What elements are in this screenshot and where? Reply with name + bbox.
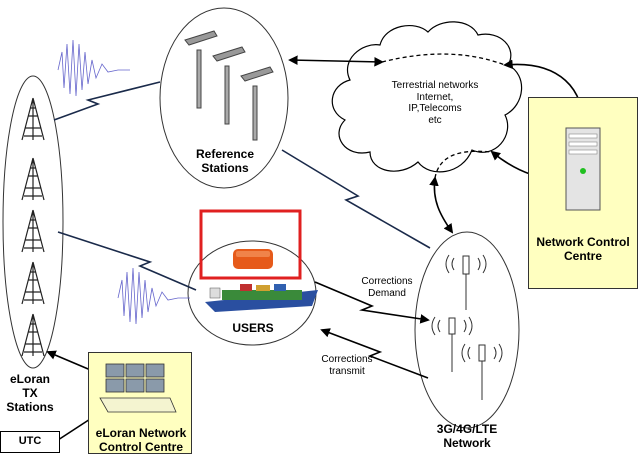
link-cellular-to-users xyxy=(320,328,429,379)
utc-label: UTC xyxy=(18,435,42,447)
link-users-to-cellular xyxy=(314,281,430,324)
reference-stations-label: Reference Stations xyxy=(180,147,270,176)
cellular-label-line1: 3G/4G/LTE xyxy=(436,422,498,436)
link-reference-to-cloud xyxy=(288,55,384,67)
eloran-tx-label-line2: TX xyxy=(22,385,38,400)
corrections-demand-label: Corrections Demand xyxy=(352,276,422,299)
cloud-label-line1: Terrestrial networks xyxy=(391,80,479,91)
link-cloud-to-cellular xyxy=(429,176,454,234)
corrections-transmit-line1: Corrections xyxy=(321,354,373,365)
reference-label-line1: Reference xyxy=(195,147,255,161)
eloran-ncc-label-line1: eLoran Network xyxy=(95,426,187,440)
eloran-ncc-label: eLoran Network Control Centre xyxy=(82,426,200,455)
eloran-tx-label-line1: eLoran xyxy=(9,372,50,386)
cloud-label-line2: Internet, xyxy=(416,91,454,103)
cellular-label: 3G/4G/LTE Network xyxy=(415,422,519,451)
cloud-label: Terrestrial networks Internet, IP,Teleco… xyxy=(370,80,500,126)
eloran-ncc-label-line2: Control Centre xyxy=(99,439,183,454)
cellular-network-ellipse xyxy=(414,231,520,429)
users-label: USERS xyxy=(232,321,274,335)
ncc-label-line1: Network Control xyxy=(536,235,630,249)
cellular-label-line2: Network xyxy=(443,435,491,450)
receiver-highlight-box xyxy=(199,209,302,280)
gnss-antenna-icon xyxy=(184,30,274,141)
reference-stations-ellipse xyxy=(159,7,289,189)
ncc-label: Network Control Centre xyxy=(530,235,636,264)
radio-pulse-icon xyxy=(57,39,190,325)
corrections-demand-line1: Corrections xyxy=(361,276,413,287)
gnss-receiver-icon xyxy=(233,249,273,269)
cell-tower-icon xyxy=(431,254,503,400)
ncc-label-line2: Centre xyxy=(563,248,602,263)
corrections-transmit-line2: transmit xyxy=(329,365,365,377)
eloran-tx-ellipse xyxy=(2,75,64,369)
eloran-tx-label: eLoran TX Stations xyxy=(0,372,60,414)
corrections-transmit-label: Corrections transmit xyxy=(312,354,382,377)
cloud-internal-link-top xyxy=(381,53,506,66)
link-tx-to-users xyxy=(57,231,197,291)
link-tx-to-reference xyxy=(53,81,161,121)
eloran-tower-icon xyxy=(21,97,45,357)
cloud-label-line3: IP,Telecoms xyxy=(408,103,462,114)
cargo-ship-icon xyxy=(205,284,318,312)
eloran-tx-label-line3: Stations xyxy=(6,399,54,414)
cloud-label-line4: etc xyxy=(428,114,442,126)
link-reference-to-cellular xyxy=(281,149,431,249)
reference-label-line2: Stations xyxy=(201,160,249,175)
corrections-demand-line2: Demand xyxy=(368,287,406,299)
cloud-internal-link-bottom xyxy=(434,150,493,179)
utc-box xyxy=(0,431,60,453)
